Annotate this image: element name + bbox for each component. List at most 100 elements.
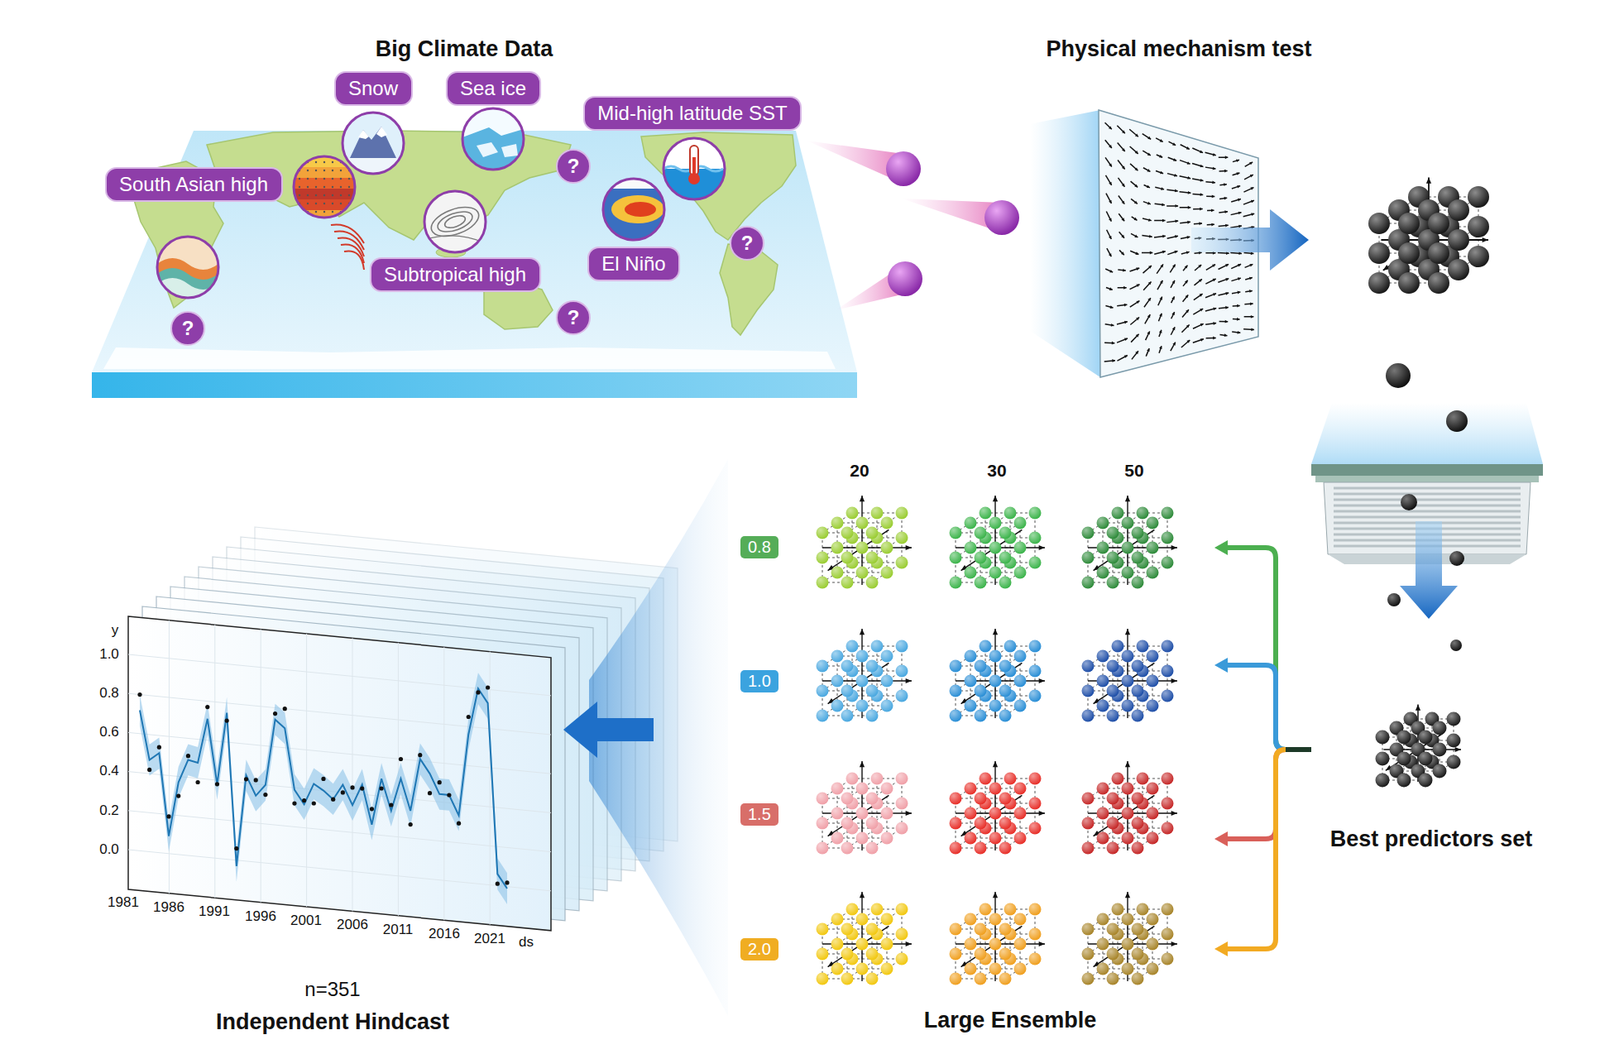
ice-floe xyxy=(462,108,524,138)
dot xyxy=(331,161,334,163)
observation-dot xyxy=(437,780,442,785)
axis-head xyxy=(1125,495,1131,502)
lattice-ball xyxy=(1082,792,1095,805)
lattice-ball xyxy=(974,526,987,540)
lattice-ball xyxy=(964,541,978,555)
vector-arrow xyxy=(1130,317,1140,326)
vector-arrow xyxy=(1154,251,1166,254)
node-text: ? xyxy=(182,316,195,341)
axis-head xyxy=(1171,810,1178,816)
connector xyxy=(1214,657,1312,750)
vector-head xyxy=(1237,291,1241,295)
lattice-ball xyxy=(1427,242,1450,264)
vector-arrow xyxy=(1243,200,1255,205)
lattice-ball xyxy=(881,807,894,820)
lattice-ball xyxy=(1106,526,1120,540)
lattice-ball xyxy=(1106,972,1120,986)
observation-dot xyxy=(205,704,210,709)
lattice-ball xyxy=(1082,685,1095,698)
vector-head xyxy=(1148,281,1152,285)
axis-head xyxy=(905,941,912,947)
vector-arrow xyxy=(1143,201,1151,205)
lattice-ball xyxy=(881,938,894,951)
observation-dot xyxy=(475,689,480,695)
lattice-ball xyxy=(964,650,978,663)
vector-head xyxy=(1159,313,1163,317)
falling-ball xyxy=(1450,639,1462,652)
vector-head xyxy=(1250,186,1254,190)
observation-dot xyxy=(263,792,268,797)
vector-head xyxy=(1135,301,1140,305)
vector-arrow xyxy=(1130,284,1141,290)
unknown-circle: ? xyxy=(555,148,591,184)
observation-dot xyxy=(215,781,220,786)
lattice-ball xyxy=(989,566,1002,580)
lattice-ball xyxy=(1082,526,1095,540)
lattice-ball xyxy=(1111,772,1125,786)
vector-head xyxy=(1212,307,1217,312)
dot xyxy=(306,194,309,197)
icon-ring xyxy=(603,178,665,240)
lattice-ball xyxy=(964,782,978,796)
lattice-ball xyxy=(1097,913,1110,926)
vector-head xyxy=(1135,317,1140,321)
lattice-ball xyxy=(1004,640,1017,653)
lattice-ball xyxy=(1106,842,1120,855)
lattice-ball xyxy=(1368,242,1390,264)
vector-head xyxy=(1174,234,1179,239)
lattice-ball xyxy=(1131,842,1145,855)
lattice-ball xyxy=(1082,948,1095,961)
vector-arrow xyxy=(1130,301,1141,308)
vector-arrow xyxy=(1192,323,1204,329)
stripe xyxy=(293,188,355,200)
lattice-ball xyxy=(1014,517,1027,530)
lattice-ball xyxy=(831,962,844,976)
lattice-ball xyxy=(964,962,978,976)
lattice-ball xyxy=(989,782,1002,796)
vector-arrow xyxy=(1192,148,1203,154)
lattice-ball xyxy=(1375,773,1390,788)
vector-head xyxy=(1184,265,1189,269)
lattice-ball xyxy=(1097,938,1110,951)
lattice-ball xyxy=(831,913,844,926)
lattice-ball xyxy=(846,903,859,916)
axis-line xyxy=(961,662,1023,704)
vector-head xyxy=(1108,182,1112,186)
vector-head xyxy=(1187,176,1191,180)
lattice-ball xyxy=(989,938,1002,951)
vector-arrow xyxy=(1142,150,1151,156)
factor-pill: South Asian high xyxy=(105,167,283,202)
vector-head xyxy=(1133,217,1137,221)
lattice-ball xyxy=(866,709,879,723)
vector-arrow xyxy=(1180,144,1190,150)
lattice-ball xyxy=(856,913,869,926)
vector-head xyxy=(1108,163,1112,168)
axis-head xyxy=(1482,237,1489,243)
lattice-ball xyxy=(949,576,963,590)
lattice-ball xyxy=(841,923,854,936)
lattice-ball xyxy=(964,517,978,530)
vector-head xyxy=(1237,198,1241,202)
dot xyxy=(323,161,326,163)
vector-head xyxy=(1225,306,1229,310)
vector-head xyxy=(1159,263,1164,268)
vector-head xyxy=(1187,161,1191,165)
lattice-ball xyxy=(974,842,987,855)
antarctica xyxy=(103,347,836,369)
dot xyxy=(298,177,301,180)
axis-line xyxy=(961,925,1023,967)
axis-head xyxy=(1125,761,1131,767)
vector-arrow xyxy=(1232,305,1241,307)
vector-head xyxy=(1121,148,1126,152)
axis-head xyxy=(1171,678,1178,684)
lattice-ball xyxy=(1161,797,1174,810)
vector-arrow xyxy=(1144,314,1150,324)
vector-arrow xyxy=(1171,296,1175,303)
lattice-ball xyxy=(816,526,829,540)
vector-head xyxy=(1147,201,1151,206)
vector-arrow xyxy=(1106,248,1112,257)
vector-head xyxy=(1147,314,1150,318)
vector-arrow xyxy=(1244,174,1254,180)
lattice-ball xyxy=(1111,640,1125,653)
grid-line xyxy=(260,629,262,903)
